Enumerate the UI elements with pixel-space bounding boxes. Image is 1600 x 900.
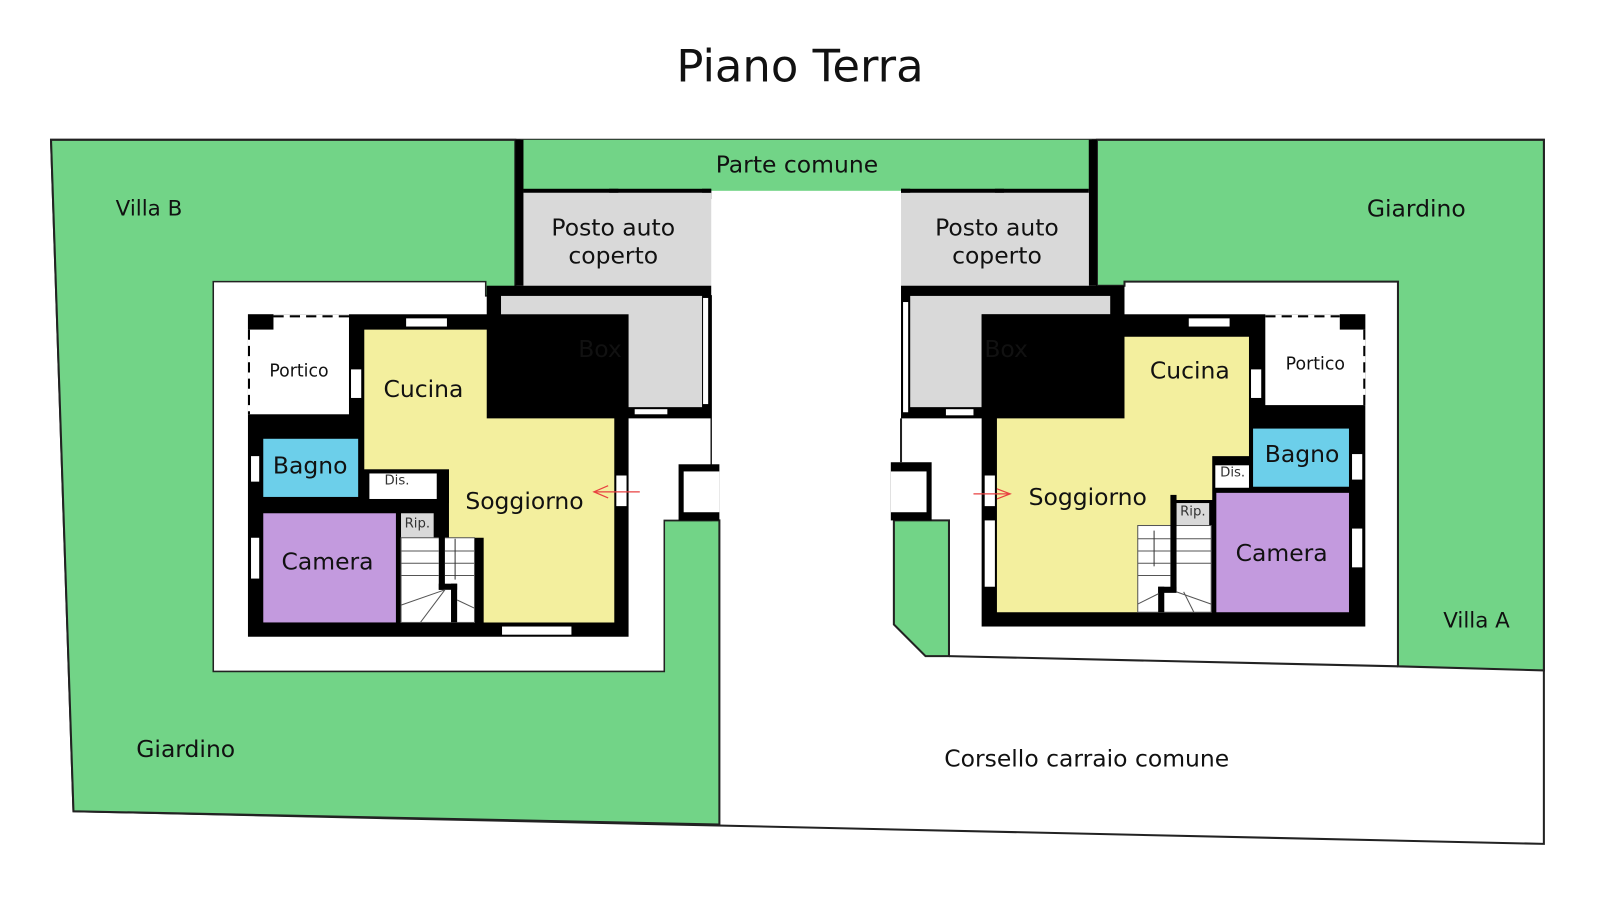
carport-villa-b-label: Posto auto — [551, 214, 675, 242]
villa-b-label: Villa B — [116, 196, 183, 221]
garden-strip-villa-a — [892, 519, 950, 658]
common-area — [520, 139, 1092, 191]
carport-villa-b-label-2: coperto — [568, 241, 658, 269]
bathroom-villa-b — [263, 438, 359, 497]
garden-right-label: Giardino — [1367, 194, 1466, 222]
bedroom-villa-b — [263, 513, 396, 623]
hall-villa-a — [1215, 465, 1249, 488]
carport-villa-a — [901, 192, 1089, 286]
stairs-villa-b — [400, 500, 475, 623]
carport-villa-a-label-2: coperto — [952, 241, 1042, 269]
bathroom-villa-b-label: Bagno — [273, 451, 348, 479]
hall-villa-a-label: Dis. — [1220, 466, 1245, 481]
living-villa-a-label: Soggiorno — [1029, 483, 1147, 511]
hall-villa-b — [369, 473, 437, 499]
storage-villa-a-label: Rip. — [1180, 504, 1206, 519]
bathroom-villa-a — [1253, 428, 1349, 487]
storage-villa-b-label: Rip. — [405, 517, 431, 532]
driveway-label: Corsello carraio comune — [944, 744, 1229, 772]
storage-villa-b — [401, 513, 434, 538]
living-villa-b — [364, 329, 615, 623]
living-villa-a — [996, 336, 1249, 613]
bedroom-villa-a-label: Camera — [1236, 539, 1328, 567]
kitchen-villa-a-label: Cucina — [1150, 357, 1230, 385]
portico-villa-b — [247, 314, 349, 415]
bathroom-villa-a-label: Bagno — [1265, 440, 1340, 468]
garage-villa-b-label: Box — [578, 335, 622, 363]
entrance-arrow-villa-b — [592, 485, 640, 499]
bedroom-villa-a — [1216, 492, 1349, 613]
portico-villa-b-label: Portico — [269, 362, 328, 382]
villa-a-label: Villa A — [1443, 609, 1510, 634]
storage-villa-a — [1176, 503, 1210, 526]
entrance-arrow-villa-a — [973, 488, 1012, 500]
kitchen-villa-b-label: Cucina — [384, 375, 464, 403]
hall-villa-b-label: Dis. — [384, 474, 409, 489]
garage-villa-a-label: Box — [984, 335, 1028, 363]
portico-villa-a-label: Portico — [1286, 354, 1345, 374]
page-title: Piano Terra — [676, 40, 923, 93]
bedroom-villa-b-label: Camera — [282, 547, 374, 575]
carport-villa-b — [523, 192, 712, 286]
carport-villa-a-label: Posto auto — [935, 214, 1059, 242]
common-area-label: Parte comune — [716, 150, 878, 178]
garden-left-label: Giardino — [136, 735, 235, 763]
stairs-villa-a — [1137, 494, 1212, 613]
living-villa-b-label: Soggiorno — [465, 487, 583, 515]
